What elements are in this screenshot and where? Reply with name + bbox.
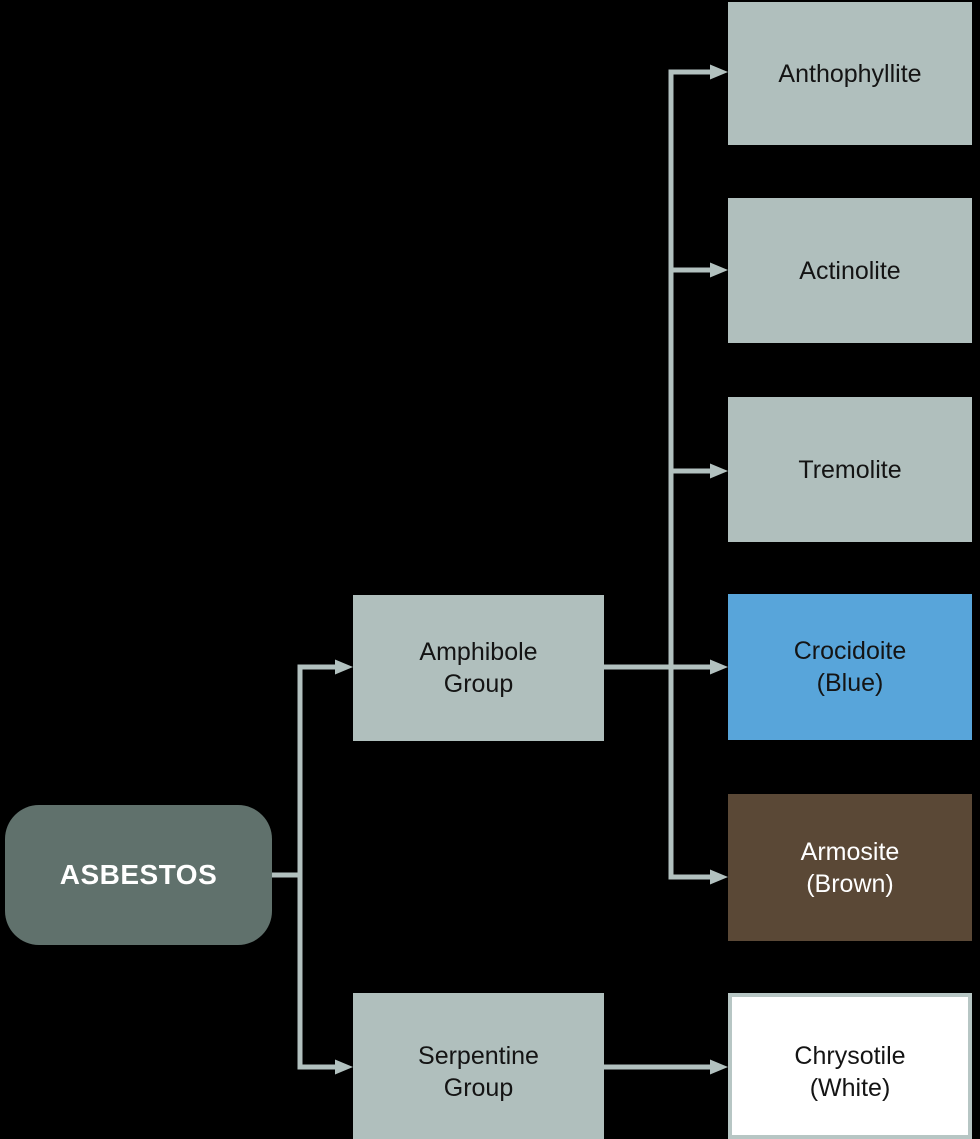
node-crocidoite-label-line2: (Blue) — [816, 669, 884, 697]
node-anthophyllite-label: Anthophyllite — [778, 59, 922, 88]
node-tremolite: Tremolite — [728, 397, 972, 542]
node-amphibole-group: Amphibole Group — [353, 595, 604, 741]
node-armosite-label-line2: (Brown) — [806, 869, 894, 898]
node-serpentine-group-label-line1: Serpentine — [418, 1042, 539, 1070]
arrowhead-to-chrysotile — [710, 1059, 728, 1075]
node-serpentine-group: Serpentine Group — [353, 993, 604, 1139]
node-actinolite: Actinolite — [728, 198, 972, 343]
arrowhead-root-to-serpentine — [335, 1059, 353, 1075]
arrowhead-to-tremolite — [710, 463, 728, 479]
node-actinolite-label: Actinolite — [799, 256, 901, 285]
node-anthophyllite: Anthophyllite — [728, 2, 972, 145]
node-armosite-brown: Armosite (Brown) — [728, 794, 972, 941]
node-serpentine-group-label-line2: Group — [443, 1074, 514, 1102]
arrowhead-to-armosite — [710, 869, 728, 885]
node-armosite-label-line1: Armosite — [800, 837, 900, 866]
node-crocidoite-blue: Crocidoite (Blue) — [728, 594, 972, 740]
node-asbestos-label: ASBESTOS — [59, 859, 218, 890]
arrowhead-root-to-amphibole — [335, 659, 353, 675]
node-chrysotile-white: Chrysotile (White) — [728, 993, 972, 1139]
arrowhead-to-crocidoite — [710, 659, 728, 675]
node-amphibole-group-label-line1: Amphibole — [419, 638, 538, 666]
node-crocidoite-label-line1: Crocidoite — [793, 637, 907, 665]
arrowhead-to-anthophyllite — [710, 64, 728, 80]
node-chrysotile-label-line1: Chrysotile — [794, 1042, 906, 1070]
node-tremolite-label: Tremolite — [798, 455, 902, 484]
arrowhead-to-actinolite — [710, 262, 728, 278]
node-chrysotile-label-line2: (White) — [809, 1074, 891, 1102]
amphibole-branch-line — [668, 69, 713, 880]
root-branch-line — [297, 664, 337, 1070]
node-amphibole-group-label-line2: Group — [443, 670, 514, 698]
node-asbestos: ASBESTOS — [5, 805, 272, 945]
